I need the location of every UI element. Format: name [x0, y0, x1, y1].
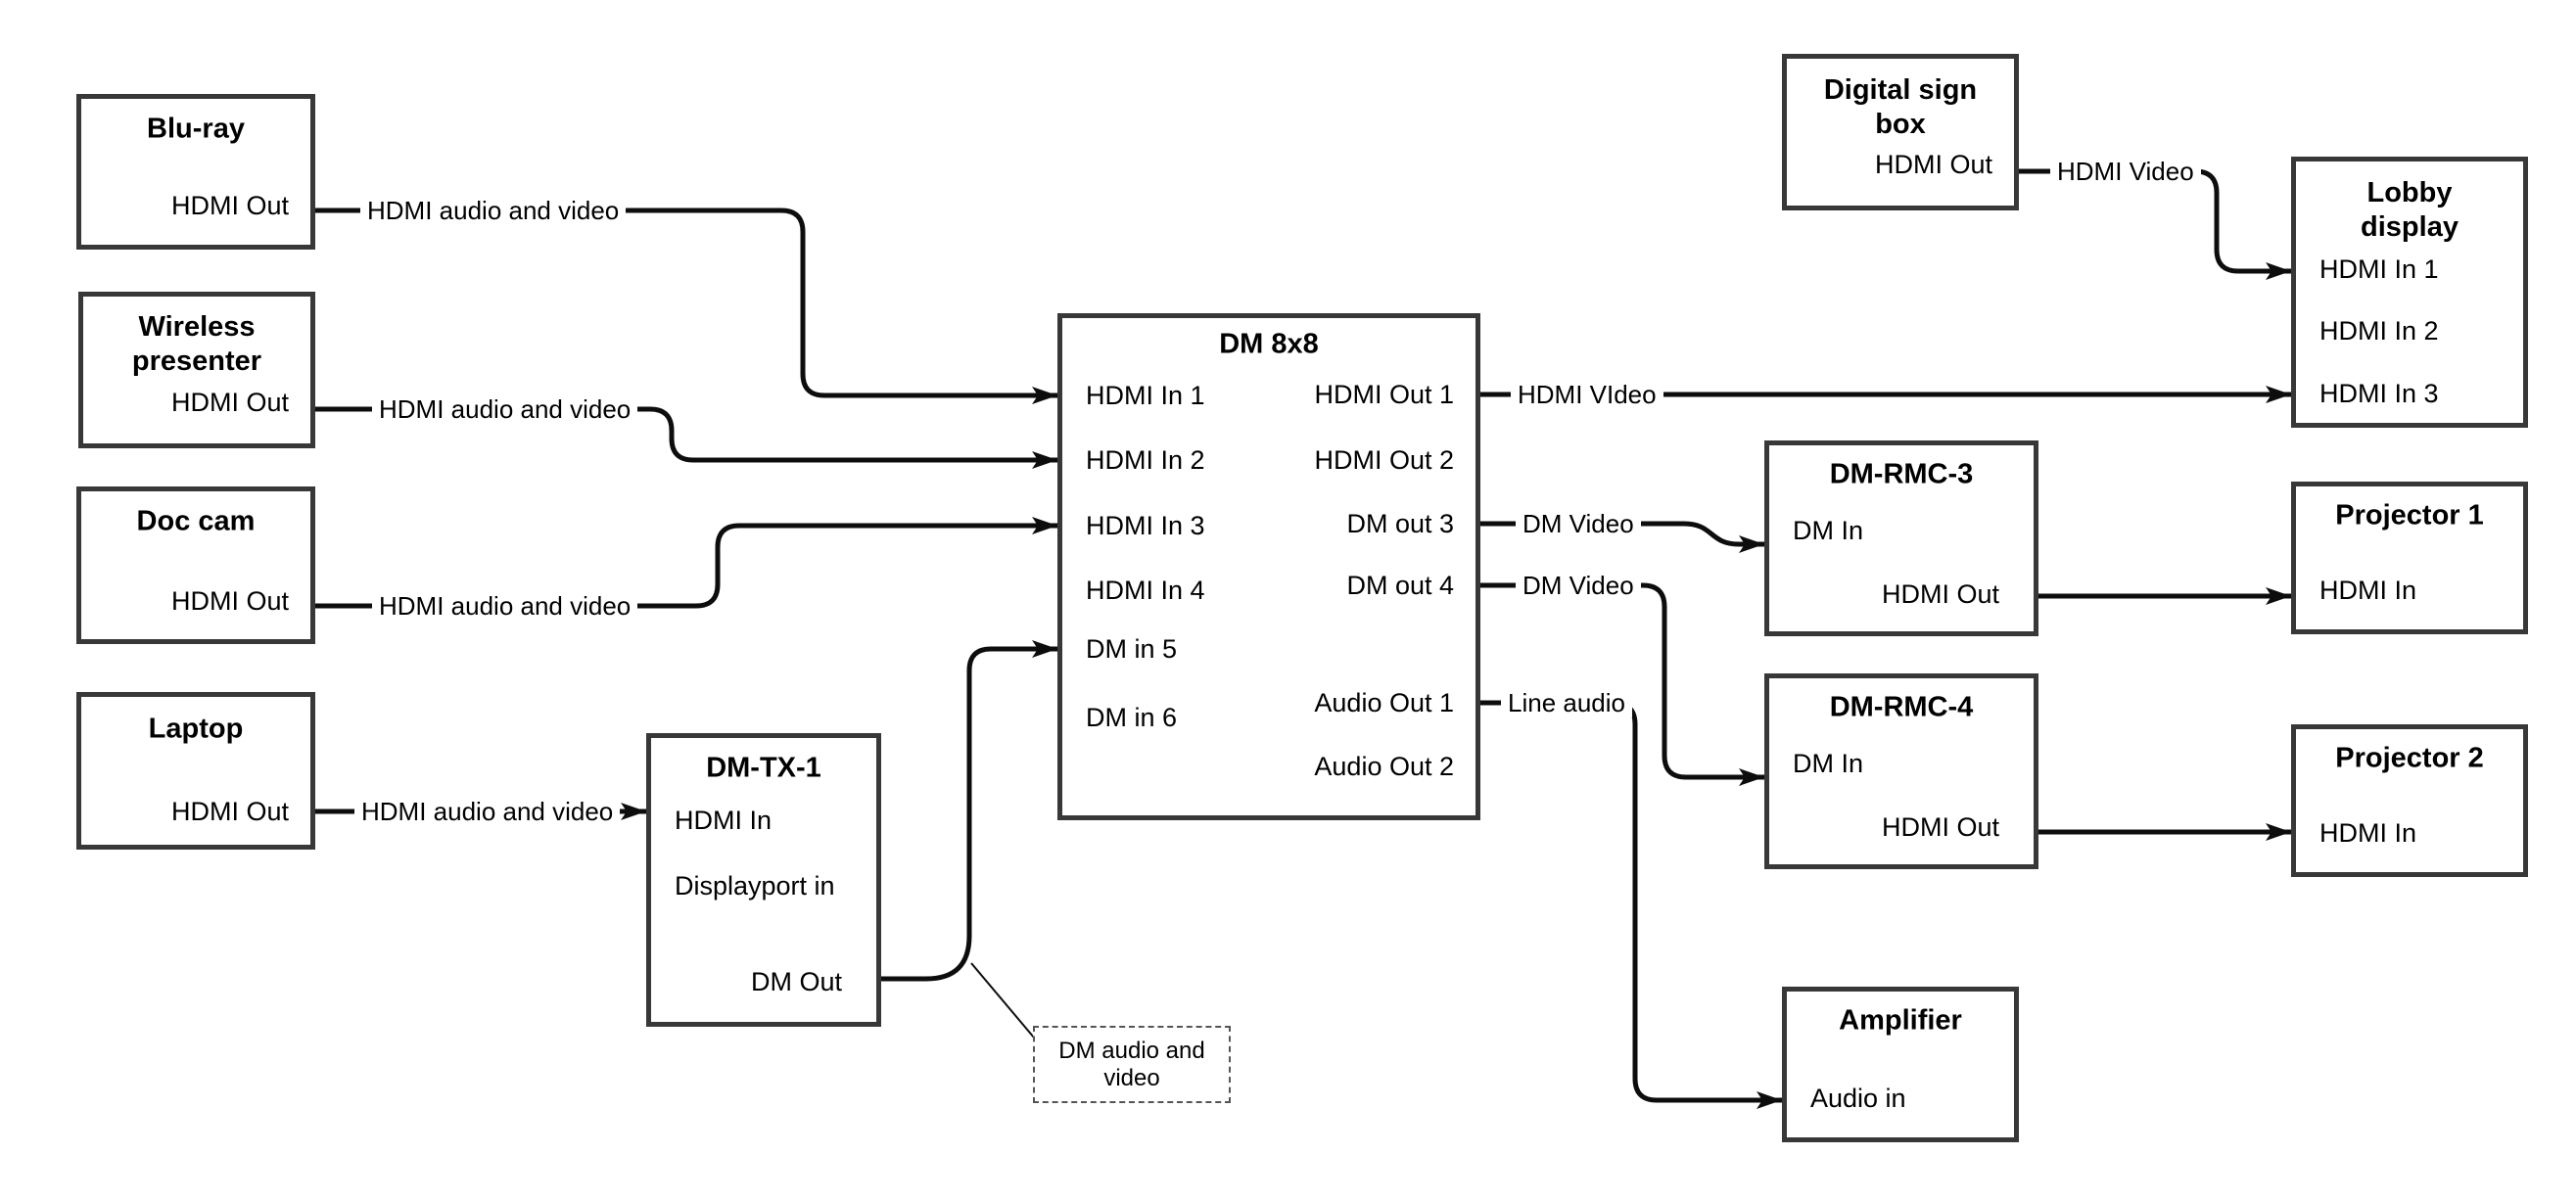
node-title: Digital sign box	[1823, 74, 1978, 140]
wire-label-bluray: HDMI audio and video	[360, 196, 627, 225]
port-dmrmc3-hdmi-out: HDMI Out	[1881, 579, 1999, 609]
port-dm8x8-dm-out-4: DM out 4	[1346, 571, 1454, 600]
node-amplifier: Amplifier Audio in	[1782, 987, 2019, 1142]
wire-label-digitalsign: HDMI Video	[2050, 157, 2201, 186]
port-dmtx1-hdmi-in: HDMI In	[675, 806, 773, 835]
port-bluray-hdmi-out: HDMI Out	[170, 191, 289, 220]
port-dmrmc3-dm-in: DM In	[1793, 516, 1864, 545]
node-title: Blu-ray	[147, 113, 245, 145]
node-wireless-presenter: Wireless presenter HDMI Out	[78, 292, 315, 448]
wire-label-dm-out4: DM Video	[1516, 571, 1641, 600]
node-doc-cam: Doc cam HDMI Out	[76, 486, 315, 644]
port-proj2-hdmi-in: HDMI In	[2319, 818, 2417, 848]
node-title: Amplifier	[1839, 1004, 1962, 1037]
node-dm-tx-1: DM-TX-1 HDMI In Displayport in DM Out	[646, 733, 881, 1027]
wire-dm8x8-aout1-to-amplifier	[1480, 700, 1782, 1109]
wire-label-laptop: HDMI audio and video	[354, 797, 621, 826]
port-dm8x8-audio-out-1: Audio Out 1	[1314, 688, 1454, 717]
node-title: Doc cam	[136, 505, 256, 537]
node-laptop: Laptop HDMI Out	[76, 692, 315, 850]
port-doccam-hdmi-out: HDMI Out	[170, 586, 289, 616]
wire-dm8x8-out4-to-dmrmc4	[1480, 582, 1764, 786]
note-dm-audio-and-video: DM audio and video	[1033, 1026, 1231, 1103]
node-digital-sign-box: Digital sign box HDMI Out	[1782, 54, 2019, 210]
port-dm8x8-hdmi-out-1: HDMI Out 1	[1314, 380, 1454, 409]
node-title: Projector 2	[2335, 742, 2484, 774]
node-lobby-display: Lobby display HDMI In 1 HDMI In 2 HDMI I…	[2291, 157, 2528, 428]
wire-label-doccam: HDMI audio and video	[372, 591, 638, 621]
wire-bluray-to-dm8x8-in1	[315, 208, 1057, 404]
port-dm8x8-dm-out-3: DM out 3	[1346, 509, 1454, 538]
node-dm-8x8: DM 8x8 HDMI In 1 HDMI In 2 HDMI In 3 HDM…	[1057, 313, 1480, 820]
port-lobby-hdmi-in-2: HDMI In 2	[2319, 316, 2439, 346]
node-bluray: Blu-ray HDMI Out	[76, 94, 315, 250]
wire-label-hdmi-out1: HDMI VIdeo	[1511, 380, 1663, 409]
port-dm8x8-hdmi-in-1: HDMI In 1	[1086, 381, 1205, 410]
port-dm8x8-hdmi-in-3: HDMI In 3	[1086, 511, 1205, 540]
port-digitalsign-hdmi-out: HDMI Out	[1874, 150, 1992, 179]
node-title: Wireless presenter	[131, 311, 262, 377]
note-text: DM audio and video	[1058, 1037, 1205, 1091]
port-dm8x8-dm-in-6: DM in 6	[1086, 703, 1178, 732]
port-dm8x8-audio-out-2: Audio Out 2	[1314, 752, 1454, 781]
node-dm-rmc-4: DM-RMC-4 DM In HDMI Out	[1764, 673, 2038, 869]
port-dm8x8-hdmi-in-4: HDMI In 4	[1086, 576, 1205, 605]
node-title: Lobby display	[2361, 177, 2459, 243]
node-title: DM-TX-1	[706, 752, 821, 784]
wire-doccam-to-dm8x8-in3	[315, 517, 1057, 609]
node-projector-1: Projector 1 HDMI In	[2291, 482, 2528, 634]
wire-wireless-to-dm8x8-in2	[315, 406, 1057, 469]
node-title: Projector 1	[2335, 499, 2484, 531]
port-dm8x8-hdmi-in-2: HDMI In 2	[1086, 445, 1205, 475]
node-projector-2: Projector 2 HDMI In	[2291, 724, 2528, 877]
wire-dm8x8-out3-to-dmrmc3	[1480, 521, 1764, 553]
port-dm8x8-hdmi-out-2: HDMI Out 2	[1314, 445, 1454, 475]
wire-label-line-audio: Line audio	[1501, 688, 1632, 717]
port-dmrmc4-dm-in: DM In	[1793, 749, 1864, 778]
node-dm-rmc-3: DM-RMC-3 DM In HDMI Out	[1764, 440, 2038, 636]
port-laptop-hdmi-out: HDMI Out	[170, 797, 289, 826]
node-title: DM-RMC-3	[1829, 458, 1974, 490]
port-lobby-hdmi-in-1: HDMI In 1	[2319, 254, 2439, 284]
node-title: DM-RMC-4	[1829, 691, 1974, 723]
wire-dmtx1-to-dm8x8-in5	[881, 640, 1057, 982]
port-wireless-hdmi-out: HDMI Out	[170, 388, 289, 417]
port-lobby-hdmi-in-3: HDMI In 3	[2319, 379, 2439, 408]
port-proj1-hdmi-in: HDMI In	[2319, 576, 2417, 605]
wire-digitalsign-to-lobby-in1	[2019, 168, 2291, 280]
port-dmrmc4-hdmi-out: HDMI Out	[1881, 812, 1999, 842]
port-dmtx1-dm-out: DM Out	[750, 967, 842, 996]
node-title: Laptop	[148, 713, 244, 745]
wire-label-wireless: HDMI audio and video	[372, 394, 638, 424]
port-dmtx1-displayport-in: Displayport in	[675, 871, 835, 901]
node-title: DM 8x8	[1219, 328, 1319, 360]
wire-label-dm-out3: DM Video	[1516, 509, 1641, 538]
port-dm8x8-dm-in-5: DM in 5	[1086, 634, 1178, 664]
note-callout-line	[970, 962, 1035, 1039]
port-amplifier-audio-in: Audio in	[1810, 1084, 1906, 1113]
